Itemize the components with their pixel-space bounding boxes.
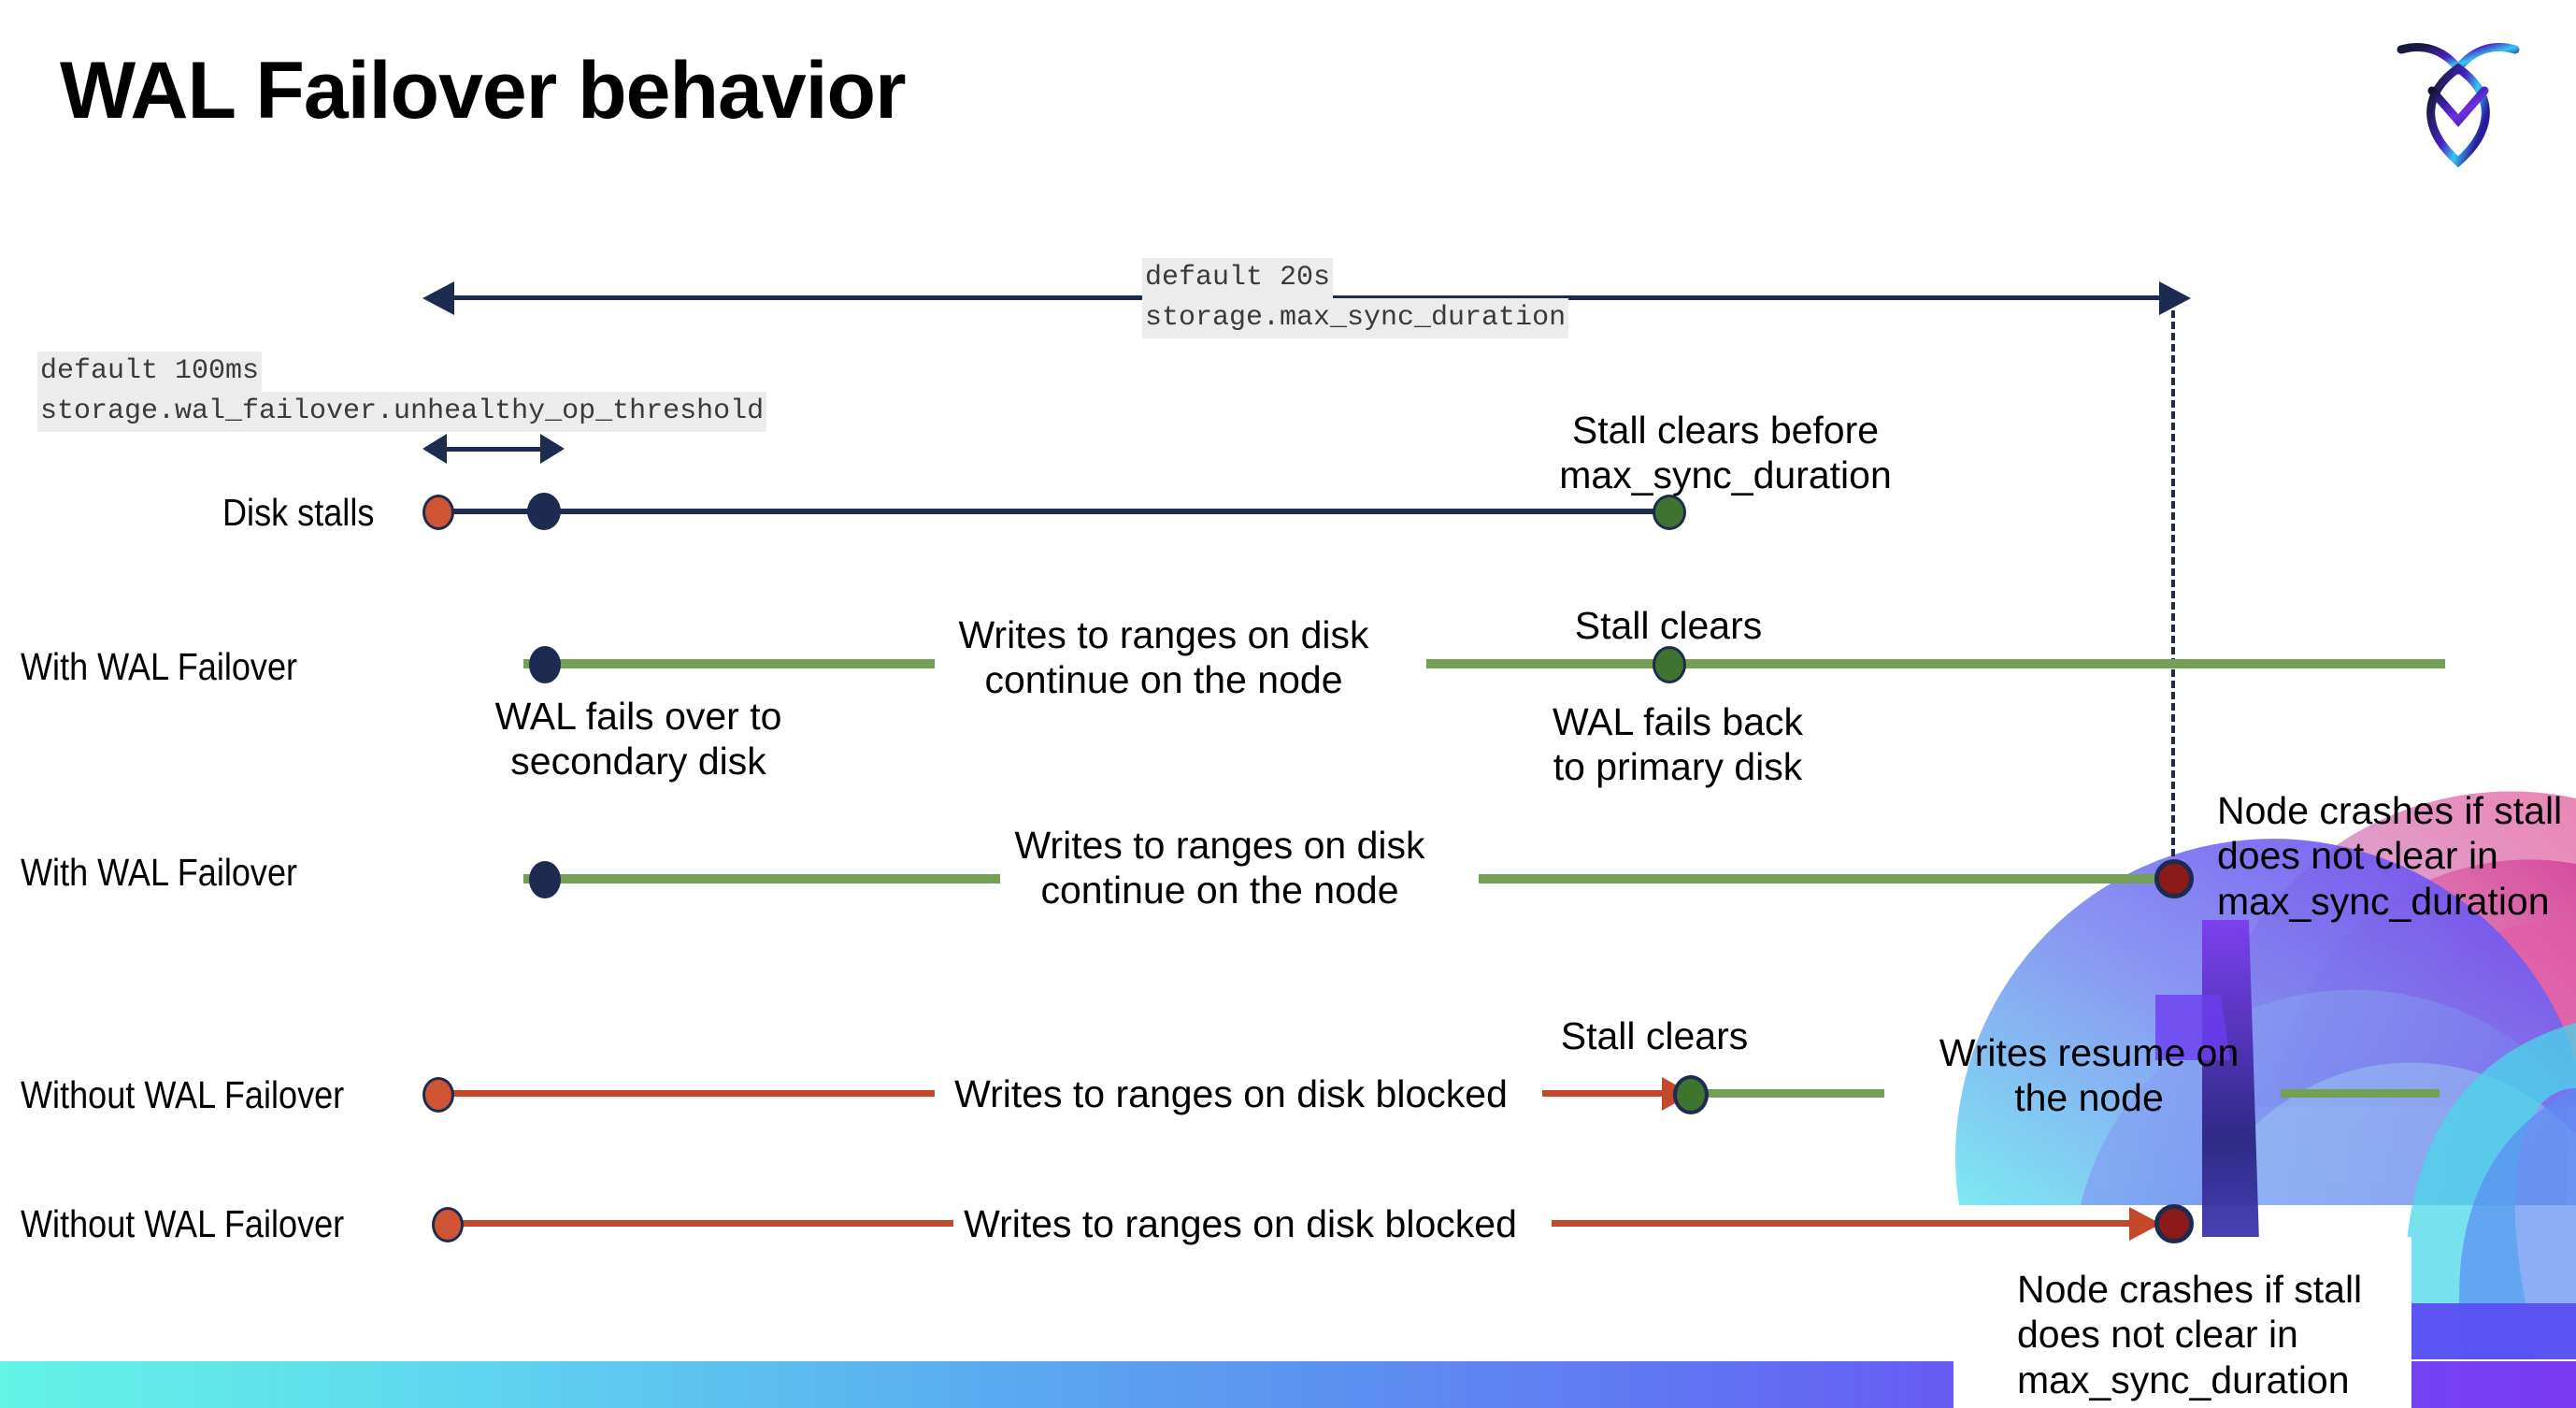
disk-stalls-timeline: [439, 509, 1682, 514]
row-label-with-wal-failover-1: With WAL Failover: [21, 645, 298, 688]
with-wal-failover-1-segment-left: [523, 659, 935, 668]
without-wal-failover-2-start-dot: [432, 1207, 464, 1243]
without-wal-failover-1-start-dot: [422, 1077, 454, 1113]
unhealthy-op-threshold-span-shaft: [432, 447, 553, 452]
max-sync-duration-span-shaft: [439, 295, 2173, 300]
note-stall-clears-before-max-sync: Stall clears before max_sync_duration: [1559, 409, 1892, 497]
without-wal-failover-2-blocked-left: [458, 1220, 953, 1227]
max-sync-duration-arrow-left: [422, 281, 454, 315]
unhealthy-op-threshold-arrow-left: [422, 434, 447, 464]
row-label-without-wal-failover-2: Without WAL Failover: [21, 1202, 345, 1245]
without-wal-failover-1-blocked-right: [1542, 1090, 1668, 1097]
with-wal-failover-2-segment-left: [523, 874, 1000, 884]
without-wal-failover-1-blocked-left: [449, 1090, 935, 1097]
max-sync-duration-arrow-right: [2159, 281, 2191, 315]
note-wal-fails-over-to-secondary: WAL fails over to secondary disk: [494, 695, 782, 783]
disk-stalls-start-dot: [422, 495, 454, 530]
max-sync-duration-setting-label: storage.max_sync_duration: [1142, 298, 1569, 338]
cockroachdb-logo: [2379, 23, 2538, 182]
row-label-without-wal-failover-1: Without WAL Failover: [21, 1073, 345, 1116]
row-label-with-wal-failover-2: With WAL Failover: [21, 851, 298, 894]
without-wal-failover-2-blocked-right: [1552, 1220, 2150, 1227]
note-stall-clears-2: Stall clears: [1560, 1014, 1749, 1057]
with-wal-failover-1-clear-dot: [1653, 646, 1686, 683]
without-wal-failover-1-resumed-right: [2281, 1089, 2440, 1098]
without-wal-failover-2-crash-dot: [2154, 1204, 2194, 1243]
with-wal-failover-1-segment-right: [1426, 659, 2445, 668]
note-stall-clears-1: Stall clears: [1574, 604, 1763, 647]
max-sync-duration-dropline: [2171, 299, 2175, 879]
max-sync-duration-default-label: default 20s: [1142, 258, 1334, 298]
with-wal-failover-2-segment-right: [1479, 874, 2170, 884]
note-writes-resume: Writes resume on the node: [1939, 1031, 2240, 1120]
page-title: WAL Failover behavior: [60, 46, 907, 136]
note-wal-fails-back-to-primary: WAL fails back to primary disk: [1552, 700, 1804, 789]
unhealthy-op-threshold-setting-label: storage.wal_failover.unhealthy_op_thresh…: [37, 392, 767, 432]
row-label-disk-stalls: Disk stalls: [222, 491, 375, 534]
unhealthy-op-threshold-arrow-right: [540, 434, 565, 464]
with-wal-failover-2-crash-dot: [2154, 859, 2194, 898]
without-wal-failover-2-blocked-arrowhead: [2129, 1207, 2161, 1241]
without-wal-failover-1-clear-dot: [1673, 1075, 1709, 1114]
with-wal-failover-1-failover-dot: [529, 646, 561, 683]
unhealthy-op-threshold-default-label: default 100ms: [37, 352, 263, 392]
disk-stalls-failover-dot: [527, 493, 561, 530]
note-node-crashes-1: Node crashes if stall does not clear in …: [2217, 789, 2563, 923]
note-node-crashes-2: Node crashes if stall does not clear in …: [2017, 1268, 2363, 1401]
with-wal-failover-2-failover-dot: [529, 861, 561, 898]
caption-backdrop-bottom: [1953, 1361, 2411, 1408]
note-writes-blocked-1: Writes to ranges on disk blocked: [954, 1072, 1508, 1115]
note-writes-continue-2: Writes to ranges on disk continue on the…: [1014, 824, 1425, 912]
note-writes-continue-1: Writes to ranges on disk continue on the…: [958, 613, 1369, 702]
note-writes-blocked-2: Writes to ranges on disk blocked: [964, 1202, 1517, 1245]
disk-stalls-clear-dot: [1653, 495, 1686, 530]
without-wal-failover-1-resumed-mid: [1707, 1089, 1884, 1098]
